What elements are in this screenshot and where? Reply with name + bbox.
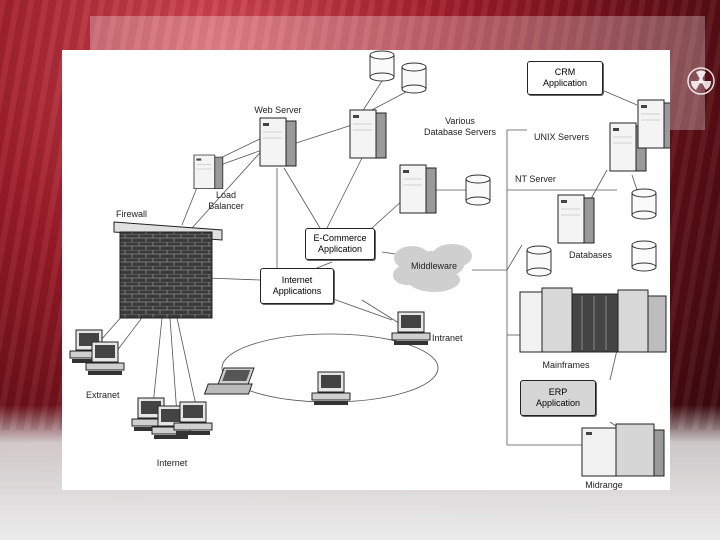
midrange-icon — [581, 423, 665, 477]
databases-label: Databases — [569, 250, 613, 260]
various-db-label-line2: Database Servers — [423, 127, 497, 137]
various-db-label-line1: Various — [445, 116, 475, 126]
internet-label: Internet — [156, 458, 188, 468]
web-server-label: Web Server — [254, 105, 302, 115]
intranet-label: Intranet — [432, 333, 463, 343]
load-balancer-icon — [193, 154, 224, 190]
internet-apps-box-line1: Internet — [281, 275, 313, 285]
erp-box-line1: ERP — [548, 387, 568, 397]
crm-application-box: CRM Application — [527, 61, 603, 95]
database-cylinder-icon — [631, 240, 657, 272]
internet-apps-box-line2: Applications — [272, 286, 322, 296]
database-cylinder-icon — [401, 62, 427, 94]
firewall-label: Firewall — [116, 209, 148, 219]
diagram-graphics — [69, 50, 670, 477]
internet-applications-box: Internet Applications — [260, 268, 334, 304]
desktop-computer-icon — [391, 311, 431, 346]
load-balancer-label-line1: Load — [215, 190, 237, 200]
midrange-label: Midrange — [585, 480, 623, 490]
database-cylinder-icon — [369, 50, 395, 82]
desktop-computer-icon — [85, 341, 125, 376]
middleware-label: Middleware — [410, 261, 458, 271]
extranet-label: Extranet — [86, 390, 120, 400]
crm-box-line1: CRM — [554, 67, 576, 77]
unix-server-icon — [637, 99, 670, 149]
database-server-icon — [399, 164, 437, 214]
ecommerce-box-line1: E-Commerce — [313, 233, 367, 243]
database-cylinder-icon — [631, 188, 657, 220]
ecommerce-application-box: E-Commerce Application — [305, 228, 375, 260]
nt-server-label: NT Server — [515, 174, 556, 184]
network-diagram: Web Server Various Database Servers Load… — [62, 50, 670, 490]
crm-box-line2: Application — [542, 78, 588, 88]
ecommerce-box-line2: Application — [317, 244, 362, 254]
radiation-icon — [687, 67, 715, 95]
erp-application-box: ERP Application — [520, 380, 596, 416]
web-server-icon — [259, 117, 297, 167]
mainframes-label: Mainframes — [542, 360, 590, 370]
unix-servers-label: UNIX Servers — [534, 132, 590, 142]
database-cylinder-icon — [526, 245, 552, 277]
brick-wall-icon — [113, 221, 223, 319]
connection-lines — [91, 77, 641, 446]
nt-server-icon — [557, 194, 595, 244]
load-balancer-label-line2: Balancer — [208, 201, 244, 211]
laptop-icon — [203, 367, 255, 395]
desktop-computer-icon — [173, 401, 213, 436]
desktop-computer-icon — [311, 371, 351, 406]
mainframe-icon — [519, 287, 667, 353]
cloud-icon — [393, 244, 472, 292]
database-server-icon — [349, 109, 387, 159]
erp-box-line2: Application — [535, 398, 581, 408]
database-cylinder-icon — [465, 174, 491, 206]
